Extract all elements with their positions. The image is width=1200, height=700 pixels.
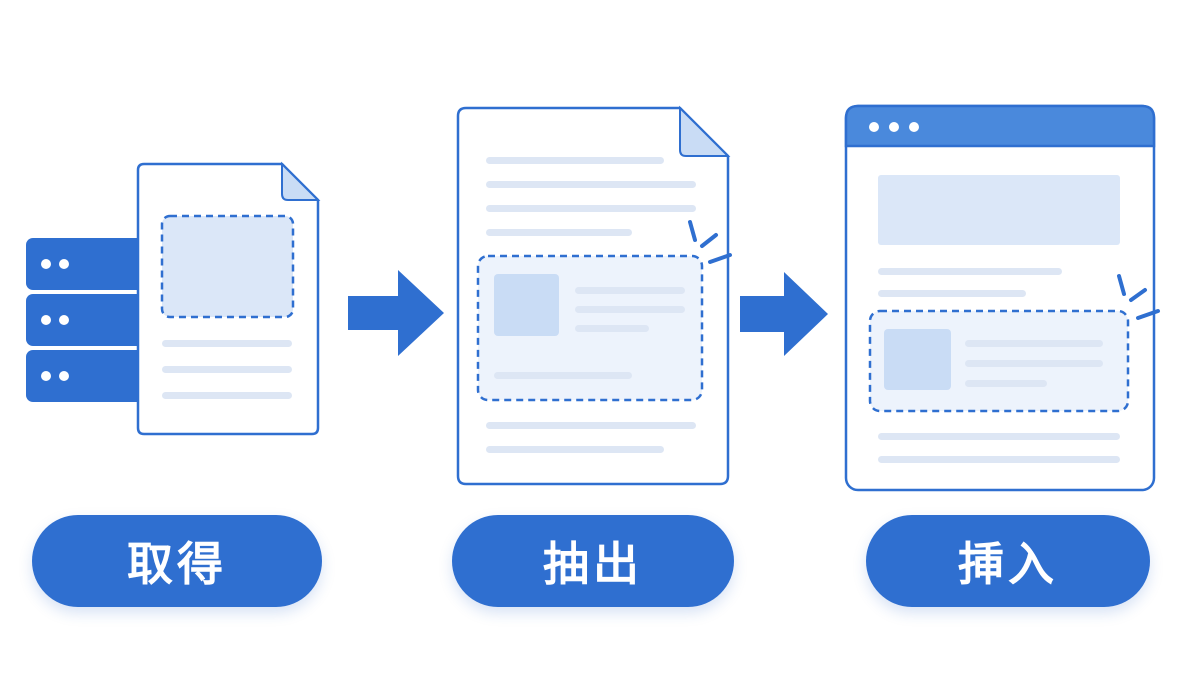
step-label-text: 取得 <box>127 537 227 591</box>
step-label-text: 挿入 <box>958 537 1058 591</box>
step-label-text: 抽出 <box>543 537 643 591</box>
step-label-insert: 挿入 <box>866 515 1150 607</box>
step-label-extract: 抽出 <box>452 515 734 607</box>
fetch-illustration <box>26 161 321 436</box>
arrow-right-icon <box>740 272 828 356</box>
server-stack-icon <box>26 238 148 402</box>
insert-illustration <box>844 104 1160 492</box>
extracted-block <box>476 254 704 402</box>
sparkle-icon <box>688 220 732 264</box>
step-label-fetch: 取得 <box>32 515 322 607</box>
fetched-document-icon <box>136 161 321 436</box>
arrow-right-icon <box>348 270 444 356</box>
sparkle-icon <box>1117 274 1160 320</box>
extract-illustration <box>456 105 732 486</box>
inserted-block <box>868 309 1130 413</box>
browser-window-icon <box>844 104 1156 492</box>
